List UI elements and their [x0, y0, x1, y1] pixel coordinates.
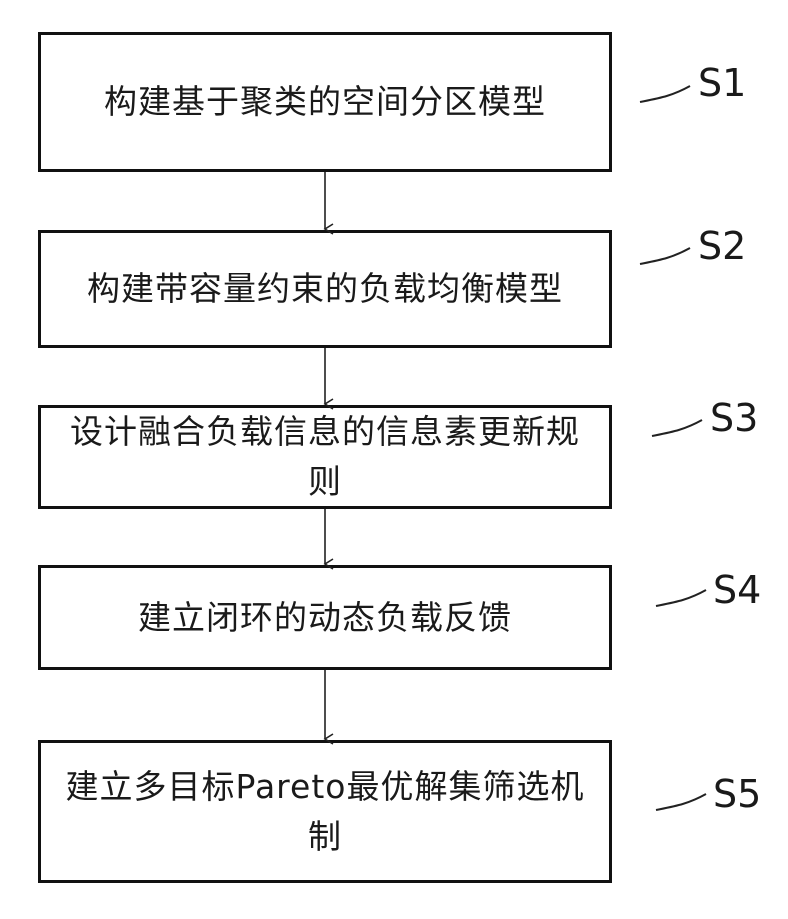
step-box-s3: 设计融合负载信息的信息素更新规则 — [38, 405, 612, 509]
step-label-s4: S4 — [713, 570, 761, 610]
step-label-s1: S1 — [698, 63, 746, 103]
step-text-s1: 构建基于聚类的空间分区模型 — [41, 77, 609, 127]
step-label-s5: S5 — [713, 774, 761, 814]
leader-line-s3 — [652, 420, 702, 436]
step-text-s2: 构建带容量约束的负载均衡模型 — [41, 264, 609, 314]
step-text-s3: 设计融合负载信息的信息素更新规则 — [41, 407, 609, 507]
step-box-s4: 建立闭环的动态负载反馈 — [38, 565, 612, 670]
step-box-s2: 构建带容量约束的负载均衡模型 — [38, 230, 612, 348]
leader-line-s2 — [640, 248, 690, 264]
leader-line-s4 — [656, 590, 706, 606]
step-label-s3: S3 — [710, 398, 758, 438]
step-label-s2: S2 — [698, 226, 746, 266]
step-box-s1: 构建基于聚类的空间分区模型 — [38, 32, 612, 172]
step-text-s5: 建立多目标Pareto最优解集筛选机制 — [41, 762, 609, 862]
leader-line-s5 — [656, 794, 706, 810]
step-text-s4: 建立闭环的动态负载反馈 — [41, 593, 609, 643]
leader-line-s1 — [640, 86, 690, 102]
step-box-s5: 建立多目标Pareto最优解集筛选机制 — [38, 740, 612, 883]
